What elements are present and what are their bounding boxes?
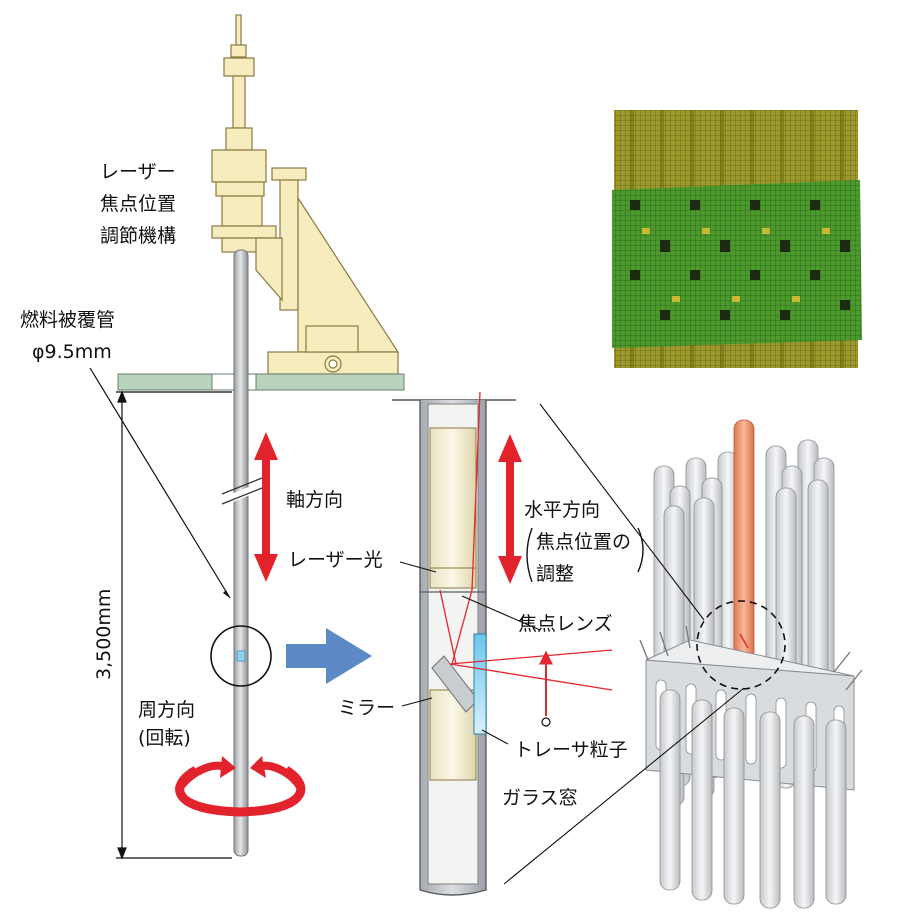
focus-mech-label-2: 焦点位置 bbox=[100, 193, 176, 215]
focus-adjust-label-2: 調整 bbox=[536, 563, 574, 585]
rotation-label: (回転) bbox=[138, 727, 191, 749]
middle-leaders bbox=[399, 561, 541, 745]
detail-dashed-circle bbox=[696, 600, 786, 690]
glass-window-label: ガラス窓 bbox=[502, 787, 578, 809]
focus-adjustment-mechanism bbox=[211, 14, 400, 375]
diameter-label: φ9.5mm bbox=[32, 341, 112, 363]
right-arrow-icon bbox=[286, 628, 372, 684]
paren-right bbox=[637, 527, 644, 573]
length-label: 3,500mm bbox=[93, 589, 115, 680]
focus-lens-label: 焦点レンズ bbox=[518, 613, 613, 635]
focus-mech-label-1: レーザー bbox=[100, 161, 176, 183]
fuel-cladding-rod bbox=[221, 249, 263, 857]
paren-left bbox=[526, 527, 533, 583]
focus-adjust-label-1: 焦点位置の bbox=[536, 531, 631, 553]
focus-mech-label-3: 調節機構 bbox=[100, 225, 176, 247]
length-dimension bbox=[116, 390, 232, 860]
enlarged-tube bbox=[392, 391, 613, 896]
horizontal-label: 水平方向 bbox=[524, 499, 600, 521]
horizontal-arrow bbox=[498, 434, 522, 584]
mirror-label: ミラー bbox=[338, 697, 395, 719]
rod-bundle bbox=[639, 419, 863, 909]
laser-light-label: レーザー光 bbox=[288, 549, 383, 571]
laser-rays bbox=[439, 391, 613, 691]
magnify-circle bbox=[210, 625, 272, 687]
base-plate bbox=[117, 373, 405, 391]
tracer-label: トレーサ粒子 bbox=[514, 739, 628, 761]
circular-rotation-arrow-icon bbox=[174, 756, 306, 817]
detail-connector-lines bbox=[503, 403, 745, 885]
axial-label: 軸方向 bbox=[286, 489, 343, 511]
cladding-leader bbox=[89, 367, 231, 599]
mesh-model bbox=[612, 110, 862, 368]
tracer-particle bbox=[541, 717, 551, 727]
cladding-label: 燃料被覆管 bbox=[20, 309, 115, 331]
axial-arrow bbox=[254, 432, 278, 582]
circumferential-label: 周方向 bbox=[138, 699, 195, 721]
